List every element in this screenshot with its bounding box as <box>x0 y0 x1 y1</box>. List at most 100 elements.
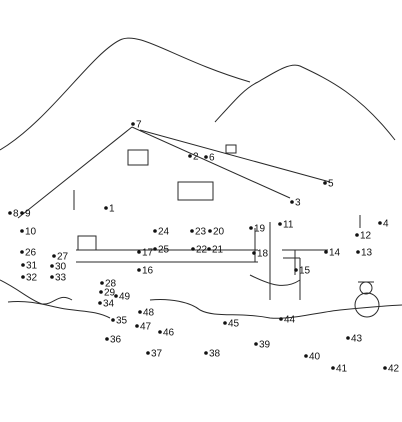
dot-label-30: 30 <box>55 262 67 273</box>
dot-3 <box>290 200 294 204</box>
dot-10 <box>20 229 24 233</box>
dot-label-40: 40 <box>309 352 321 363</box>
dot-label-13: 13 <box>361 248 373 259</box>
dot-label-11: 11 <box>283 220 294 231</box>
dot-label-15: 15 <box>299 266 311 277</box>
dot-40 <box>304 354 308 358</box>
dot-label-26: 26 <box>25 248 37 259</box>
dot-label-24: 24 <box>158 227 170 238</box>
dot-31 <box>21 263 25 267</box>
house-outline <box>17 126 361 300</box>
dot-11 <box>278 222 282 226</box>
dot-label-25: 25 <box>158 245 170 256</box>
dot-4 <box>378 221 382 225</box>
dot-5 <box>323 181 327 185</box>
dot-label-28: 28 <box>105 279 117 290</box>
dot-25 <box>153 247 157 251</box>
dot-29 <box>99 290 103 294</box>
dot-label-23: 23 <box>195 227 207 238</box>
dot-24 <box>153 229 157 233</box>
dot-label-27: 27 <box>57 252 69 263</box>
dot-label-38: 38 <box>209 349 221 360</box>
dot-label-3: 3 <box>295 198 301 209</box>
dot-47 <box>135 324 139 328</box>
dot-label-32: 32 <box>26 273 38 284</box>
dot-label-21: 21 <box>212 245 224 256</box>
dot-46 <box>158 330 162 334</box>
dot-45 <box>223 321 227 325</box>
dot-label-17: 17 <box>142 248 154 259</box>
dot-6 <box>204 155 208 159</box>
dot-label-37: 37 <box>151 349 163 360</box>
dot-33 <box>50 275 54 279</box>
dot-35 <box>111 318 115 322</box>
dot-27 <box>52 254 56 258</box>
dot-14 <box>324 250 328 254</box>
dot-15 <box>294 268 298 272</box>
dot-label-41: 41 <box>336 364 348 375</box>
dot-label-31: 31 <box>26 261 38 272</box>
dot-23 <box>190 229 194 233</box>
dot-16 <box>137 268 141 272</box>
dot-label-36: 36 <box>110 335 122 346</box>
dot-label-29: 29 <box>104 288 116 299</box>
dot-30 <box>50 264 54 268</box>
dot-label-39: 39 <box>259 340 271 351</box>
dot-21 <box>207 247 211 251</box>
dot-label-10: 10 <box>25 227 37 238</box>
dot-1 <box>104 206 108 210</box>
dot-17 <box>137 250 141 254</box>
dot-36 <box>105 337 109 341</box>
dot-label-42: 42 <box>388 364 400 375</box>
dot-label-22: 22 <box>196 245 208 256</box>
dot-label-47: 47 <box>140 322 152 333</box>
mountain-outline <box>0 37 396 151</box>
dot-label-49: 49 <box>119 292 131 303</box>
dot-label-4: 4 <box>383 219 389 230</box>
dot-label-16: 16 <box>142 266 154 277</box>
dot-label-33: 33 <box>55 273 67 284</box>
dot-20 <box>208 229 212 233</box>
dot-37 <box>146 351 150 355</box>
dot-12 <box>355 233 359 237</box>
dot-43 <box>346 336 350 340</box>
dot-label-43: 43 <box>351 334 363 345</box>
dot-39 <box>254 342 258 346</box>
dot-label-44: 44 <box>284 315 296 326</box>
dot-8 <box>8 211 12 215</box>
dot-label-14: 14 <box>329 248 341 259</box>
dot-label-7: 7 <box>136 120 142 131</box>
dot-label-8: 8 <box>13 209 19 220</box>
dot-22 <box>191 247 195 251</box>
dot-48 <box>138 310 142 314</box>
dot-label-6: 6 <box>209 153 215 164</box>
dot-42 <box>383 366 387 370</box>
dot-49 <box>114 294 118 298</box>
dot-32 <box>21 275 25 279</box>
dot-label-48: 48 <box>143 308 155 319</box>
dot-18 <box>252 251 256 255</box>
dot-28 <box>100 281 104 285</box>
dot-44 <box>279 317 283 321</box>
dot-41 <box>331 366 335 370</box>
dot-34 <box>98 301 102 305</box>
dot-2 <box>188 154 192 158</box>
dot-label-46: 46 <box>163 328 175 339</box>
dot-label-45: 45 <box>228 319 240 330</box>
snowman <box>354 281 380 318</box>
dot-7 <box>131 122 135 126</box>
dot-label-34: 34 <box>103 299 115 310</box>
dot-label-20: 20 <box>213 227 225 238</box>
dot-label-1: 1 <box>109 204 115 215</box>
dot-label-12: 12 <box>360 231 372 242</box>
dot-13 <box>356 250 360 254</box>
dot-label-5: 5 <box>328 179 334 190</box>
dot-26 <box>20 250 24 254</box>
dot-label-19: 19 <box>254 224 266 235</box>
dot-label-9: 9 <box>25 209 31 220</box>
dot-label-35: 35 <box>116 316 128 327</box>
dot-label-18: 18 <box>257 249 269 260</box>
dot-label-2: 2 <box>193 152 199 163</box>
